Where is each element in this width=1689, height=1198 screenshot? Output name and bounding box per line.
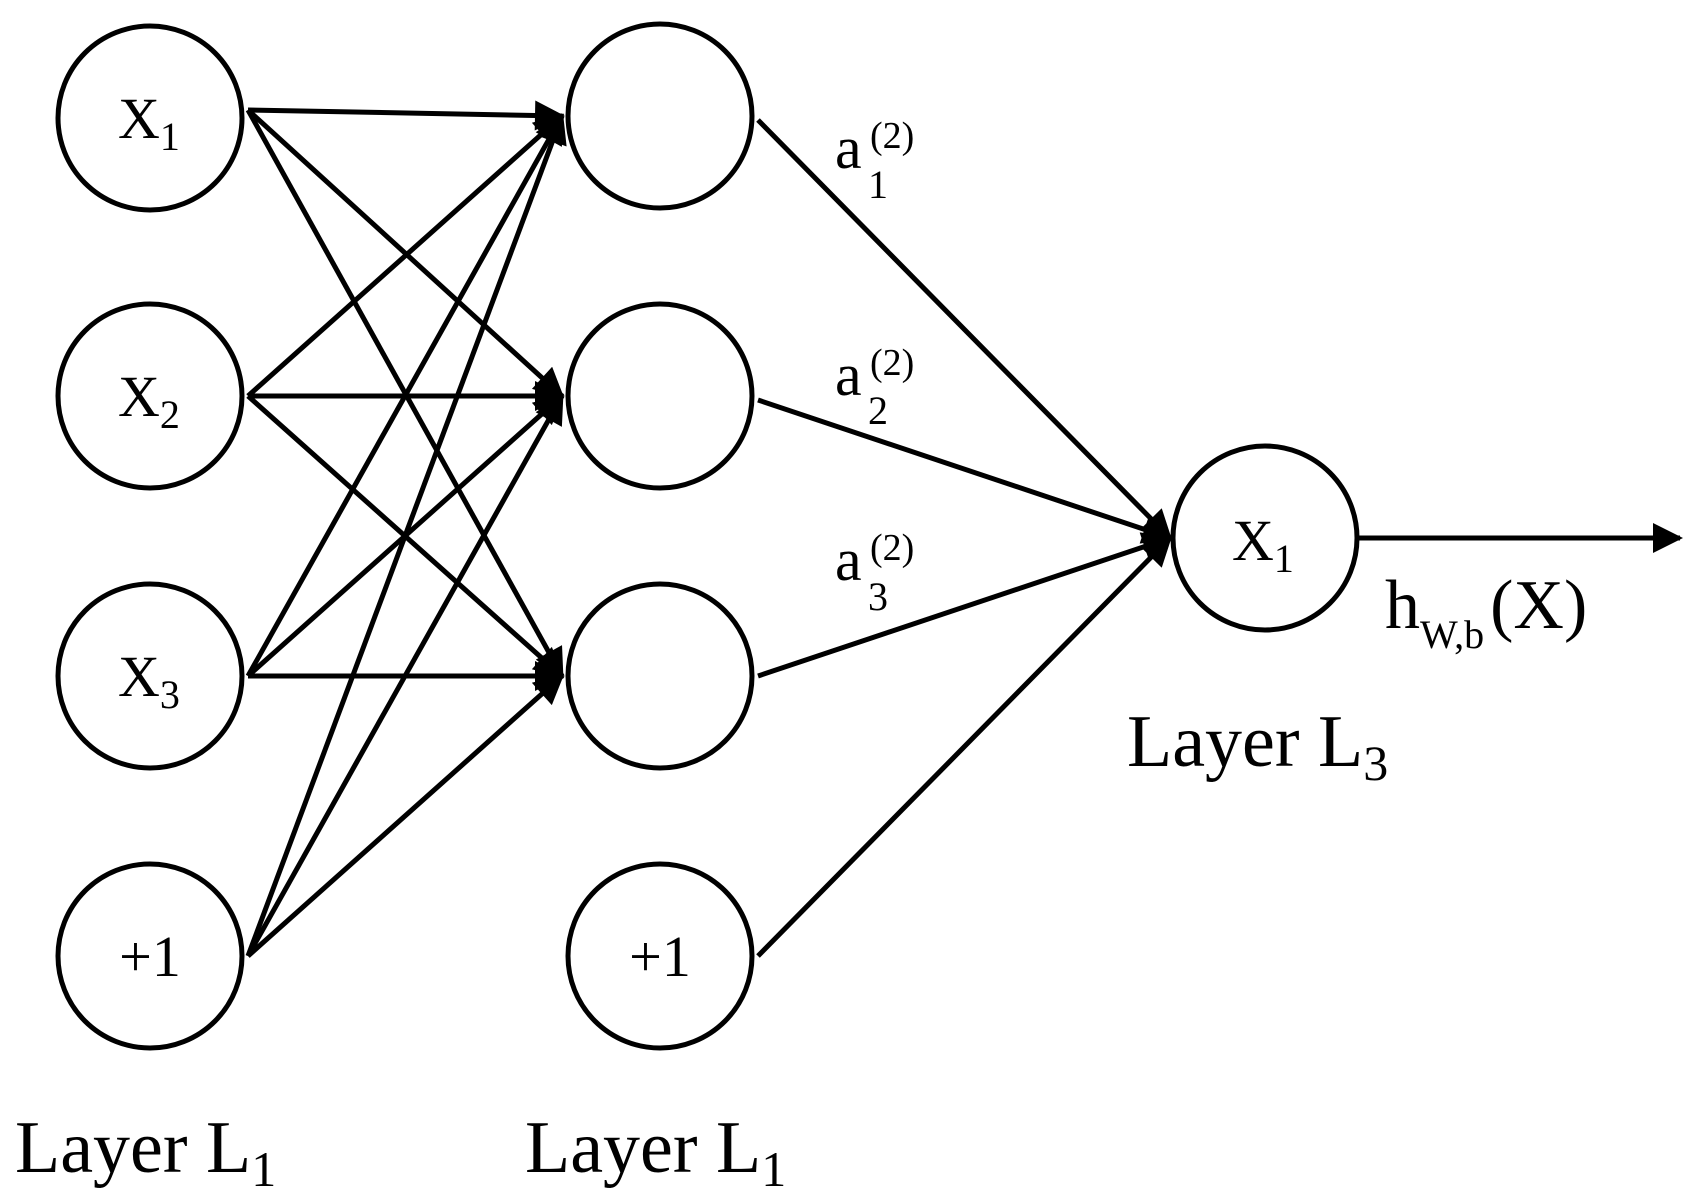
input-bias-label: +1 xyxy=(119,924,181,989)
edge-input2-to-hidden1 xyxy=(246,114,565,398)
hidden-node-1 xyxy=(565,21,755,211)
edge-input1-to-hidden1 xyxy=(247,100,565,131)
input-node-x3 xyxy=(55,581,245,771)
hidden-bias-label: +1 xyxy=(629,924,691,989)
edge-hidden4-to-output xyxy=(756,535,1173,958)
hidden-node-2 xyxy=(565,301,755,491)
input-node-x2-label: X2 xyxy=(118,364,180,437)
input-node-x2 xyxy=(55,301,245,491)
hidden-bias-node xyxy=(565,861,755,1051)
input-bias-node xyxy=(55,861,245,1051)
layer-label-input: Layer L1 xyxy=(15,1107,276,1197)
activation-label-1: a(2)1 xyxy=(835,115,914,207)
edge-input4-to-hidden1 xyxy=(245,113,567,957)
layer-label-output: Layer L3 xyxy=(1127,701,1388,791)
edge-input4-to-hidden3 xyxy=(246,674,565,958)
input-node-x3-label: X3 xyxy=(118,644,180,717)
input-node-x1 xyxy=(55,23,245,213)
edge-input3-to-hidden1 xyxy=(245,113,565,678)
activation-label-2: a(2)2 xyxy=(835,342,914,433)
output-node-label: X1 xyxy=(1232,508,1294,581)
connection-edges xyxy=(245,100,1683,958)
edge-input4-to-hidden2 xyxy=(245,393,565,958)
output-node xyxy=(1170,443,1360,633)
hidden-node-3 xyxy=(565,581,755,771)
edge-hidden1-to-output xyxy=(756,118,1173,541)
input-node-x1-label: X1 xyxy=(118,86,180,159)
layer-label-hidden: Layer L1 xyxy=(525,1107,786,1197)
edge-hidden2-to-output xyxy=(757,397,1173,544)
activation-label-3: a(2)3 xyxy=(835,527,914,619)
edge-hidden3-to-output xyxy=(757,532,1173,679)
hypothesis-label: hW,b(X) xyxy=(1385,567,1587,657)
